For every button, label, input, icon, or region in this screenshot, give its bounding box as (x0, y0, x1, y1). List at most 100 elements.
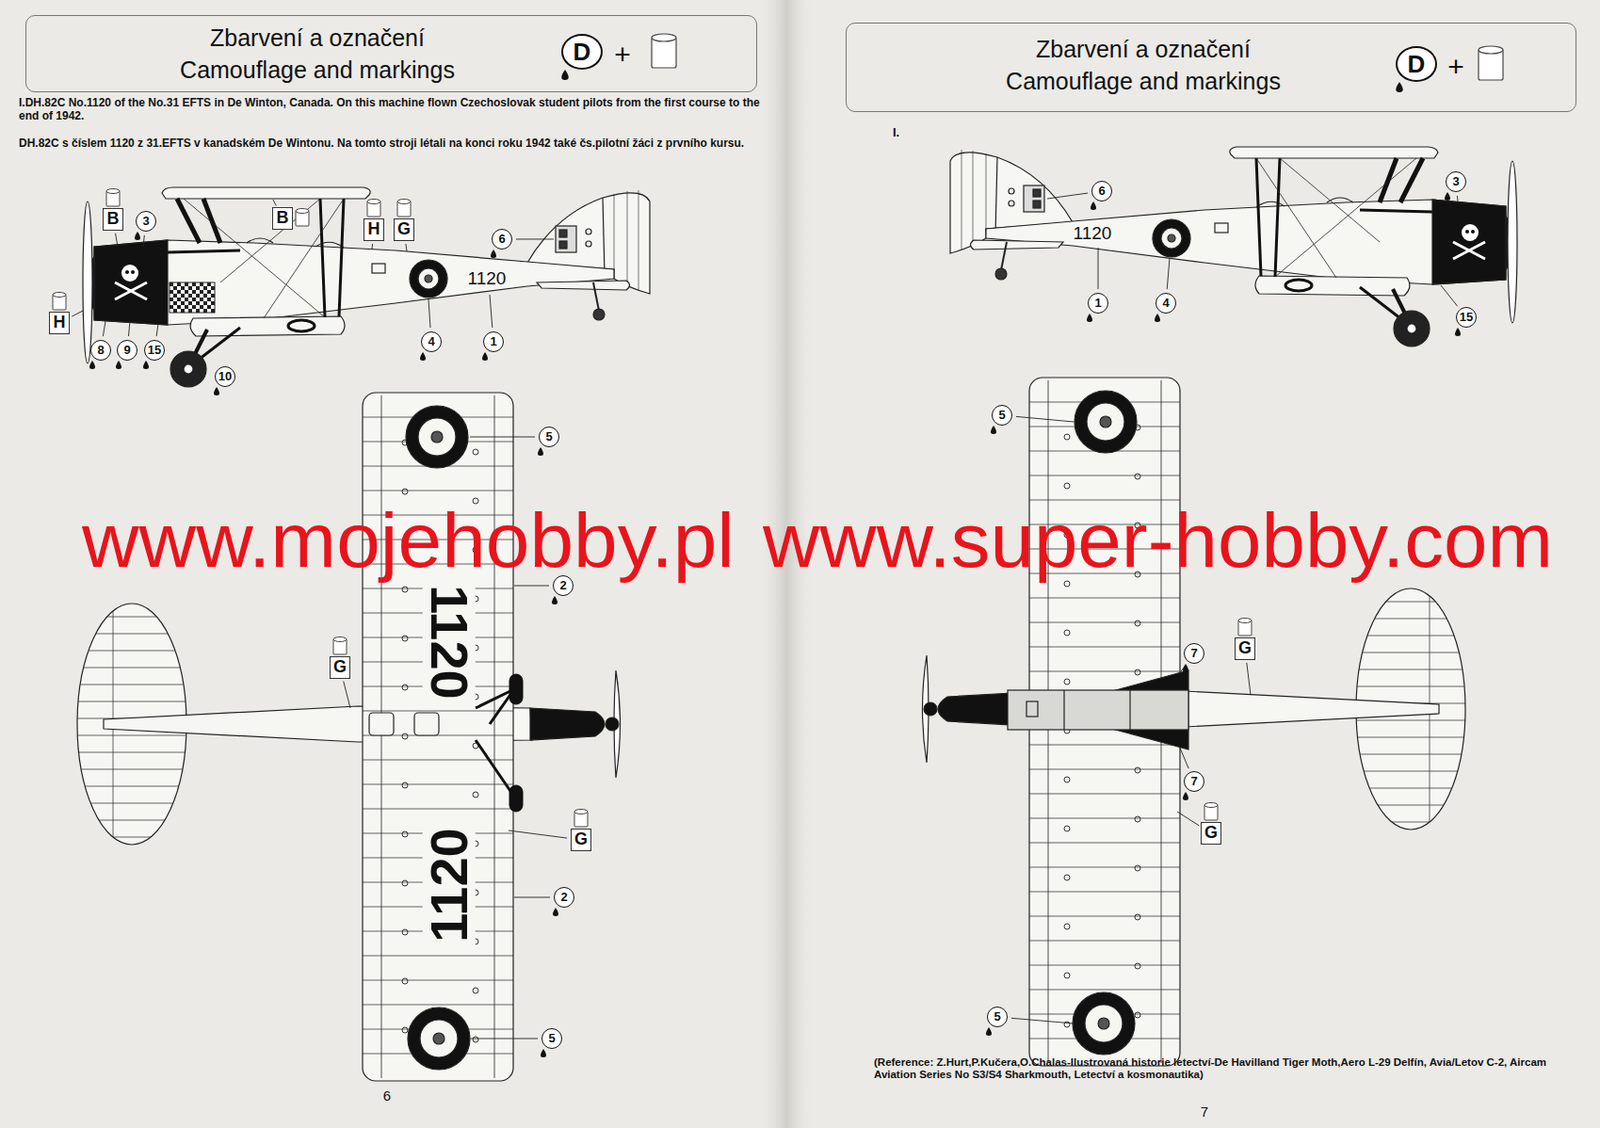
plan-view (414, 712, 439, 736)
paint-drop (1154, 313, 1161, 323)
paint-drop (561, 69, 569, 81)
underside-panel (1007, 670, 1189, 750)
plan-view (75, 667, 189, 669)
side-view (371, 263, 386, 274)
paint-can-icon (1238, 618, 1252, 624)
plan-view (402, 733, 408, 740)
underside-panel (1063, 690, 1065, 730)
paint-drop (537, 447, 544, 456)
side-view (614, 193, 615, 274)
leader-line (1011, 1018, 1074, 1024)
paint-code-box: H (363, 218, 385, 242)
side-view (559, 229, 567, 238)
side-view (559, 241, 567, 249)
paint-can-icon (106, 189, 120, 194)
leader-line (514, 897, 550, 899)
leader-line (489, 294, 493, 328)
plus-sign: + (614, 40, 631, 69)
plan-view (75, 392, 621, 1082)
paint-can-icon (52, 292, 66, 298)
side-view (638, 190, 640, 291)
side-view (950, 146, 1518, 347)
leader-line (156, 323, 159, 337)
callout-number: 8 (90, 339, 112, 361)
plan-view (402, 782, 408, 789)
paint-drop (1090, 201, 1097, 211)
callout-number: 6 (1091, 180, 1113, 202)
callout-number: 5 (991, 404, 1013, 426)
leader-line (371, 243, 374, 250)
callout-number: 3 (135, 210, 157, 232)
side-view (315, 242, 344, 248)
side-view (585, 241, 592, 247)
side-view (585, 228, 592, 235)
plan-view (402, 880, 408, 887)
paint-code-box: G (329, 656, 351, 679)
plan-view (75, 820, 189, 822)
leader-line (516, 239, 554, 241)
side-view (339, 198, 344, 317)
side-view (418, 268, 439, 290)
callout-number: 9 (116, 339, 138, 361)
underside-panel (1026, 701, 1038, 717)
note-text: I.DH.82C No.1120 of the No.31 EFTS in De… (18, 96, 763, 124)
side-view (263, 198, 344, 319)
paint-can-icon (295, 209, 309, 227)
plan-view (362, 980, 514, 982)
paint-drop (1182, 663, 1189, 673)
side-view (177, 198, 200, 243)
paint-can-icon (1478, 49, 1504, 81)
plan-view (420, 1019, 458, 1058)
side-view (602, 197, 605, 275)
plan-view (362, 711, 514, 712)
leader-line (1179, 745, 1189, 769)
watermark: www.mojehobby.pl (81, 501, 735, 580)
plan-view (362, 808, 514, 810)
side-view (190, 316, 345, 337)
plan-view (530, 708, 605, 741)
paint-drop (482, 352, 488, 361)
plan-view (402, 978, 408, 985)
plan-view (472, 791, 479, 798)
note-text: DH.82C s číslem 1120 z 31.EFTS v kanadsk… (18, 137, 763, 151)
plan-view (75, 803, 189, 805)
leader-line (128, 321, 130, 337)
page-number: 6 (383, 1087, 391, 1104)
callout-number: 7 (1183, 643, 1205, 664)
paint-drop (490, 249, 497, 259)
plan-view (362, 490, 514, 492)
plan-view (405, 405, 469, 469)
leader-line (71, 310, 83, 317)
paint-can-icon (1204, 803, 1218, 822)
side-view (409, 259, 448, 298)
side-view (246, 238, 274, 243)
side-view (82, 187, 650, 388)
callout-number: 1 (483, 331, 504, 353)
plan-view (75, 786, 189, 788)
paint-can-icon (574, 809, 588, 815)
side-view (320, 198, 325, 318)
leader-line (143, 235, 145, 247)
paint-can-icon (106, 189, 120, 208)
paint-can-icon (367, 199, 381, 218)
underside-panel (1007, 690, 1189, 730)
paint-code-box: G (570, 828, 592, 852)
side-view (130, 270, 135, 275)
watermark: www.super-hobby.com (762, 501, 1553, 580)
paint-can-icon (651, 37, 677, 68)
heading-line: Camouflage and markings (879, 64, 1407, 97)
plan-view (75, 684, 189, 686)
plan-view (407, 1007, 470, 1070)
side-view (170, 351, 207, 388)
plan-view (75, 837, 189, 839)
serial-number: 1120 (466, 269, 509, 290)
paint-code-box: B (272, 207, 293, 230)
paint-drop (134, 231, 141, 241)
callout-number: 2 (553, 887, 575, 908)
underside-view (922, 377, 1469, 1067)
heading-box: Zbarvení a označeníCamouflage and markin… (25, 15, 758, 93)
plan-view (369, 712, 394, 736)
plan-view (494, 395, 496, 1079)
leader-line (1177, 811, 1199, 826)
